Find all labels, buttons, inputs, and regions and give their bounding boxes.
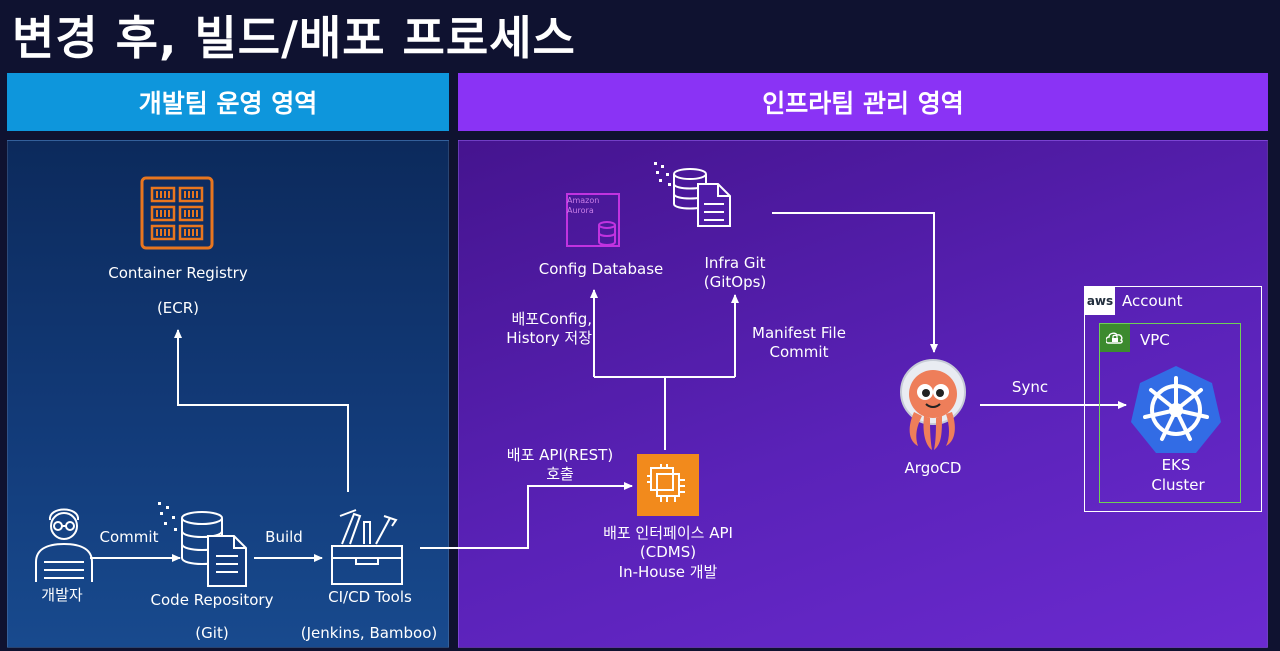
aurora-database-icon [566,193,620,247]
eks-label-line2: Cluster [1151,476,1205,494]
infra-section-header: 인프라팀 관리 영역 [458,73,1268,131]
dev-section-header: 개발팀 운영 영역 [7,73,449,131]
sync-label: Sync [1011,378,1049,396]
deployment-api-label-line3: In-House 개발 [618,563,718,581]
argocd-label: ArgoCD [904,459,962,477]
developer-label: 개발자 [41,586,83,604]
code-repository-icon [158,502,247,587]
manifest-commit-label-line1: Manifest File [752,324,846,342]
aurora-badge-line1: Amazon [567,196,600,205]
api-call-label-line1: 배포 API(REST) [506,446,614,464]
cicd-tools-label: CI/CD Tools [328,588,412,606]
push-image-arrow [174,329,349,492]
ecr-label: (ECR) [156,299,200,317]
store-config-label-line2: History 저장 [506,329,592,347]
vpc-group [1099,323,1241,503]
store-config-label-line1: 배포Config, [511,310,593,328]
infra-git-icon [654,162,731,227]
infra-git-label-line2: (GitOps) [703,273,767,291]
container-registry-label: Container Registry [108,264,248,282]
deployment-api-label-line1: 배포 인터페이스 API [603,524,733,542]
gitops-watch-arrow [772,212,938,353]
argocd-icon [900,359,966,450]
account-label: Account [1122,292,1183,310]
commit-label: Commit [99,528,159,546]
aws-logo-icon: aws [1085,287,1115,315]
build-label: Build [265,528,303,546]
deployment-api-label-line2: (CDMS) [639,543,697,561]
manifest-commit-label-line2: Commit [769,343,829,361]
aws-account-group [1084,286,1262,512]
deployment-api-icon [637,454,699,516]
infra-git-label-line1: Infra Git [704,254,766,272]
aurora-badge-line2: Aurora [567,206,594,215]
vpc-lock-icon [1100,324,1130,352]
code-repository-label: Code Repository [150,591,274,609]
config-database-label: Config Database [538,260,664,278]
vpc-label: VPC [1140,331,1170,349]
infra-section-panel [458,140,1268,648]
cicd-tools-sub-label: (Jenkins, Bamboo) [300,624,438,642]
api-call-arrow [420,482,633,549]
git-label: (Git) [195,624,229,642]
page-title: 변경 후, 빌드/배포 프로세스 [12,11,576,65]
cicd-toolbox-icon [331,509,403,585]
kubernetes-icon [1131,366,1221,453]
eks-label-line1: EKS [1161,456,1191,474]
api-call-label-line2: 호출 [546,465,574,483]
developer-icon [35,508,93,582]
ecr-registry-icon [140,176,214,250]
